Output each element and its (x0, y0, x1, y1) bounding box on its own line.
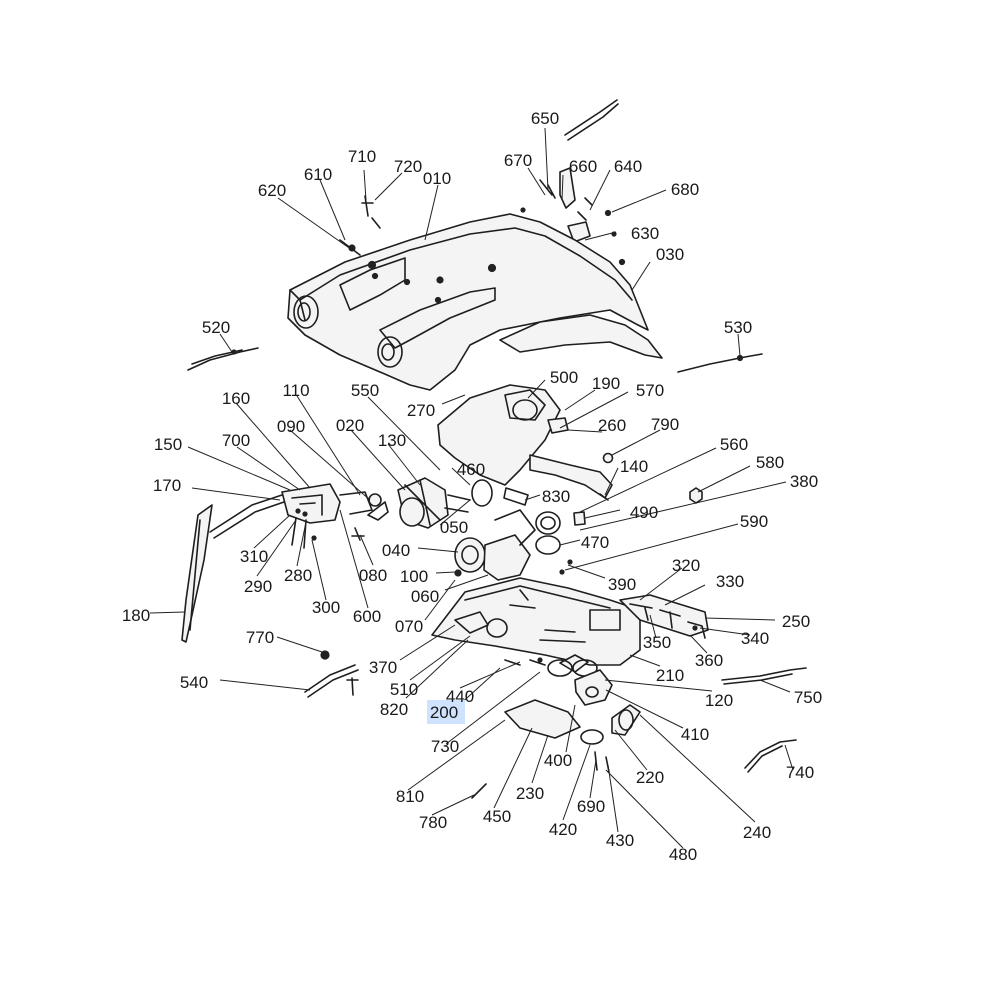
part-label-570[interactable]: 570 (636, 381, 664, 400)
part-label-060[interactable]: 060 (411, 587, 439, 606)
part-label-660[interactable]: 660 (569, 157, 597, 176)
part-label-740[interactable]: 740 (786, 763, 814, 782)
part-label-390[interactable]: 390 (608, 575, 636, 594)
part-label-150[interactable]: 150 (154, 435, 182, 454)
part-label-320[interactable]: 320 (672, 556, 700, 575)
part-label-240[interactable]: 240 (743, 823, 771, 842)
part-label-700[interactable]: 700 (222, 431, 250, 450)
part-label-450[interactable]: 450 (483, 807, 511, 826)
part-label-510[interactable]: 510 (390, 680, 418, 699)
part-label-480[interactable]: 480 (669, 845, 697, 864)
part-label-560[interactable]: 560 (720, 435, 748, 454)
part-label-180[interactable]: 180 (122, 606, 150, 625)
part-label-070[interactable]: 070 (395, 617, 423, 636)
part-label-580[interactable]: 580 (756, 453, 784, 472)
part-label-770[interactable]: 770 (246, 628, 274, 647)
part-label-250[interactable]: 250 (782, 612, 810, 631)
part-label-310[interactable]: 310 (240, 547, 268, 566)
part-label-430[interactable]: 430 (606, 831, 634, 850)
part-label-010[interactable]: 010 (423, 169, 451, 188)
part-label-230[interactable]: 230 (516, 784, 544, 803)
part-label-630[interactable]: 630 (631, 224, 659, 243)
parts-drawing (181, 99, 807, 799)
part-label-790[interactable]: 790 (651, 415, 679, 434)
part-label-080[interactable]: 080 (359, 566, 387, 585)
part-label-090[interactable]: 090 (277, 417, 305, 436)
selected-label-highlight (427, 700, 465, 724)
part-label-600[interactable]: 600 (353, 607, 381, 626)
part-label-120[interactable]: 120 (705, 691, 733, 710)
part-label-670[interactable]: 670 (504, 151, 532, 170)
part-label-100[interactable]: 100 (400, 567, 428, 586)
part-label-330[interactable]: 330 (716, 572, 744, 591)
part-label-400[interactable]: 400 (544, 751, 572, 770)
part-label-420[interactable]: 420 (549, 820, 577, 839)
part-label-810[interactable]: 810 (396, 787, 424, 806)
part-label-520[interactable]: 520 (202, 318, 230, 337)
part-label-830[interactable]: 830 (542, 487, 570, 506)
part-label-210[interactable]: 210 (656, 666, 684, 685)
part-label-730[interactable]: 730 (431, 737, 459, 756)
part-label-620[interactable]: 620 (258, 181, 286, 200)
part-label-680[interactable]: 680 (671, 180, 699, 199)
part-label-350[interactable]: 350 (643, 633, 671, 652)
part-label-530[interactable]: 530 (724, 318, 752, 337)
part-label-110[interactable]: 110 (282, 381, 309, 400)
part-label-500[interactable]: 500 (550, 368, 578, 387)
part-label-290[interactable]: 290 (244, 577, 272, 596)
part-label-140[interactable]: 140 (620, 457, 648, 476)
part-label-380[interactable]: 380 (790, 472, 818, 491)
part-label-190[interactable]: 190 (592, 374, 620, 393)
part-label-460[interactable]: 460 (457, 460, 485, 479)
part-label-440[interactable]: 440 (446, 687, 474, 706)
part-label-720[interactable]: 720 (394, 157, 422, 176)
part-label-590[interactable]: 590 (740, 512, 768, 531)
part-label-410[interactable]: 410 (681, 725, 709, 744)
part-label-050[interactable]: 050 (440, 518, 468, 537)
part-label-170[interactable]: 170 (153, 476, 181, 495)
part-label-130[interactable]: 130 (378, 431, 406, 450)
part-label-690[interactable]: 690 (577, 797, 605, 816)
part-label-280[interactable]: 280 (284, 566, 312, 585)
part-label-610[interactable]: 610 (304, 165, 332, 184)
part-label-040[interactable]: 040 (382, 541, 410, 560)
part-label-820[interactable]: 820 (380, 700, 408, 719)
part-label-020[interactable]: 020 (336, 416, 364, 435)
part-label-490[interactable]: 490 (630, 503, 658, 522)
part-label-360[interactable]: 360 (695, 651, 723, 670)
part-label-220[interactable]: 220 (636, 768, 664, 787)
part-label-200[interactable]: 200 (430, 703, 458, 722)
part-label-270[interactable]: 270 (407, 401, 435, 420)
part-label-540[interactable]: 540 (180, 673, 208, 692)
part-label-470[interactable]: 470 (581, 533, 609, 552)
part-label-650[interactable]: 650 (531, 109, 559, 128)
part-label-550[interactable]: 550 (351, 381, 379, 400)
part-label-030[interactable]: 030 (656, 245, 684, 264)
leader-lines (149, 127, 794, 849)
part-label-370[interactable]: 370 (369, 658, 397, 677)
part-label-300[interactable]: 300 (312, 598, 340, 617)
part-label-260[interactable]: 260 (598, 416, 626, 435)
part-label-750[interactable]: 750 (794, 688, 822, 707)
part-label-160[interactable]: 160 (222, 389, 250, 408)
part-label-710[interactable]: 710 (348, 147, 376, 166)
part-label-640[interactable]: 640 (614, 157, 642, 176)
part-label-340[interactable]: 340 (741, 629, 769, 648)
part-label-780[interactable]: 780 (419, 813, 447, 832)
